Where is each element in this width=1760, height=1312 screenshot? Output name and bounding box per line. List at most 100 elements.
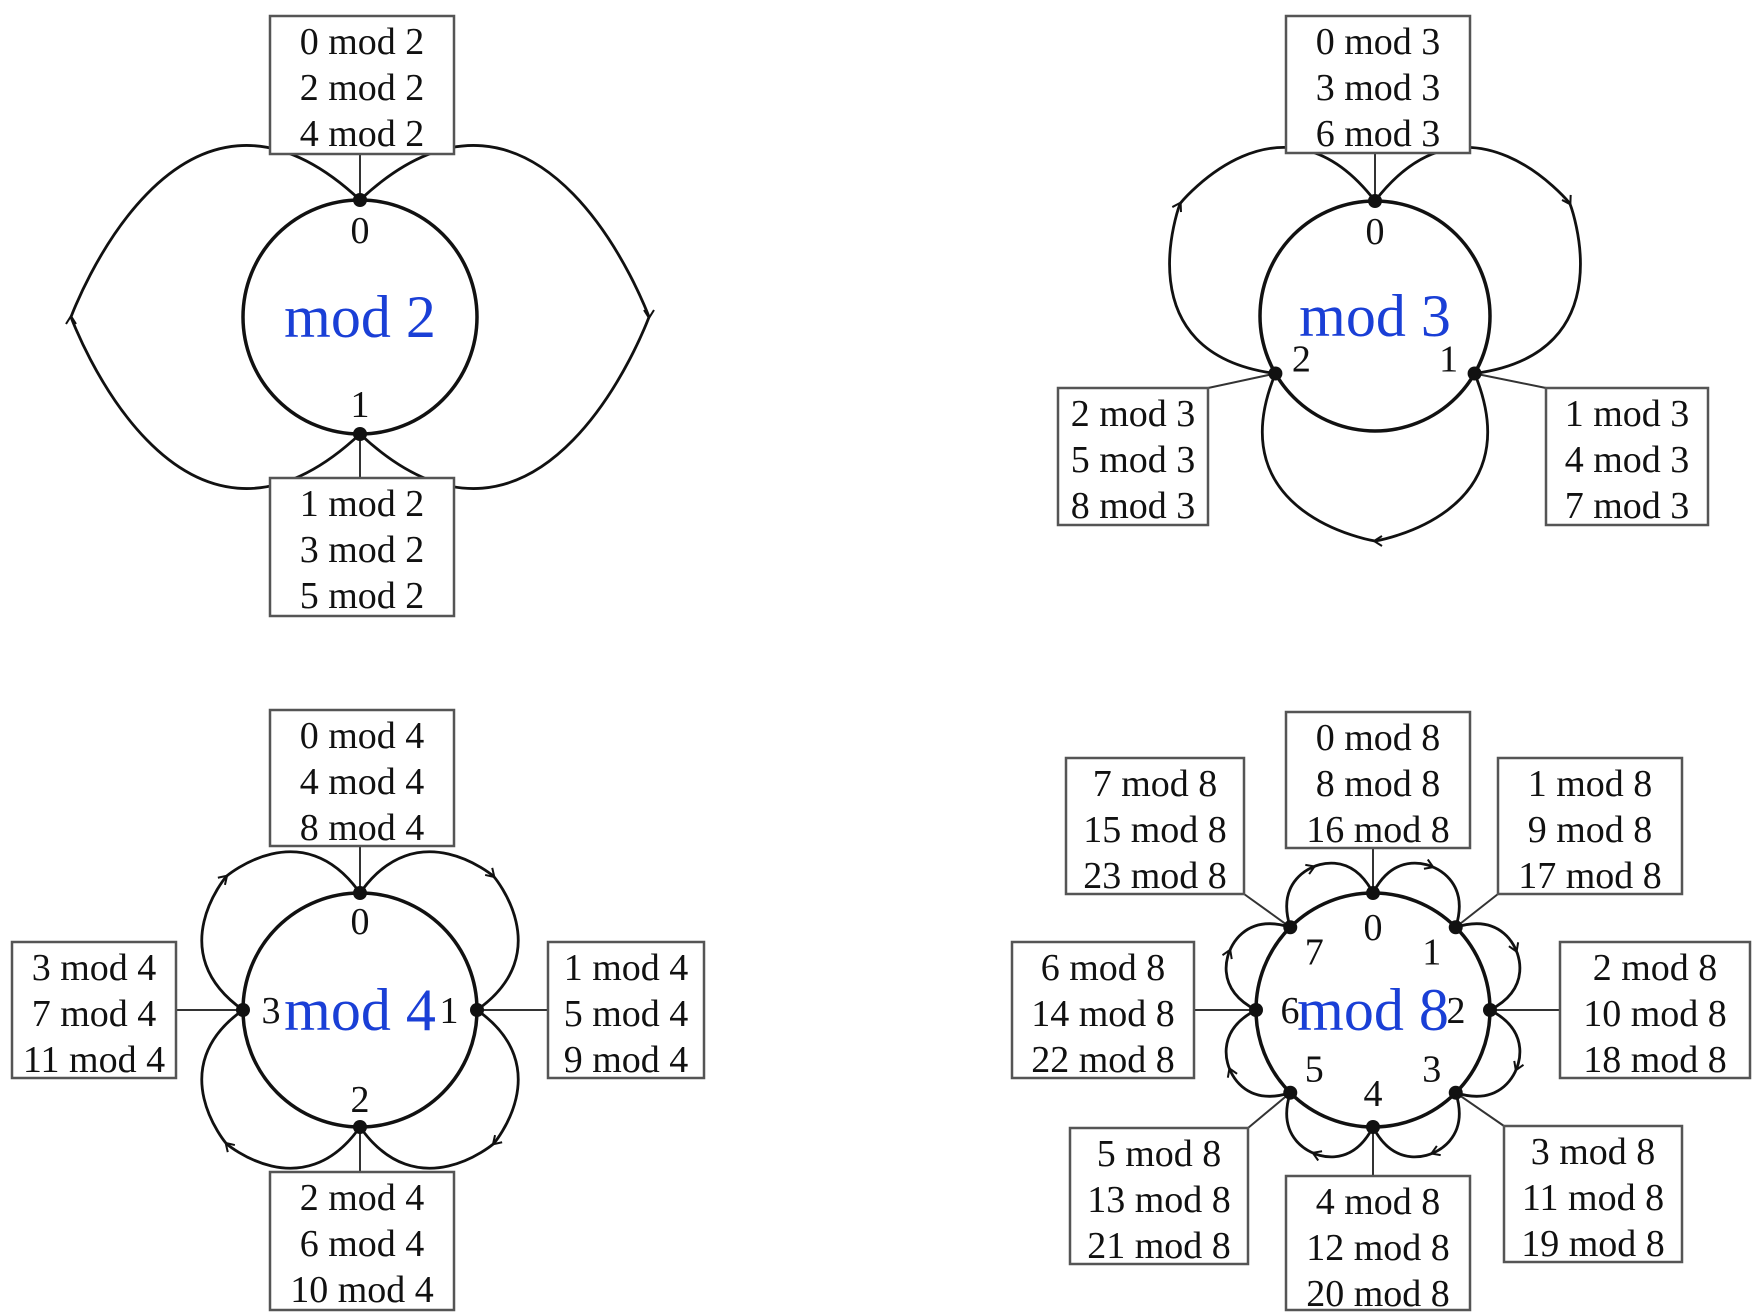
residue-node-2 <box>1268 366 1283 381</box>
residue-node-7 <box>1283 920 1298 935</box>
congruence-entry: 7 mod 8 <box>1093 763 1218 805</box>
residue-label-1: 1 <box>1422 931 1441 973</box>
center-label: mod 3 <box>1299 283 1451 349</box>
diagram-mod-2: mod 200 mod 22 mod 24 mod 211 mod 23 mod… <box>65 14 655 618</box>
congruence-entry: 19 mod 8 <box>1521 1223 1665 1265</box>
center-label: mod 4 <box>284 977 436 1043</box>
transition-arrow-1-to-0 <box>65 144 361 490</box>
leader-line <box>1247 1091 1291 1129</box>
congruence-entry: 11 mod 8 <box>1522 1177 1664 1219</box>
congruence-entry: 7 mod 3 <box>1565 485 1690 527</box>
residue-node-3 <box>1448 1085 1463 1100</box>
residue-node-0 <box>1368 194 1382 208</box>
residue-label-3: 3 <box>262 990 281 1032</box>
residue-class-box-2: 2 mod 46 mod 410 mod 4 <box>268 1170 456 1312</box>
residue-class-box-6: 6 mod 814 mod 822 mod 8 <box>1010 940 1196 1081</box>
congruence-entry: 21 mod 8 <box>1087 1225 1231 1267</box>
residue-node-1 <box>1467 366 1482 381</box>
residue-node-2 <box>353 1120 367 1134</box>
congruence-entry: 5 mod 3 <box>1071 439 1196 481</box>
congruence-entry: 4 mod 2 <box>300 113 425 155</box>
diagram-mod-8: mod 800 mod 88 mod 816 mod 811 mod 89 mo… <box>1010 710 1752 1312</box>
residue-class-box-5: 5 mod 813 mod 821 mod 8 <box>1068 1126 1250 1267</box>
residue-class-box-0: 0 mod 22 mod 24 mod 2 <box>268 14 456 156</box>
transition-arrow-6-to-7 <box>1221 922 1291 1012</box>
residue-node-6 <box>1249 1003 1263 1017</box>
box-frame <box>1496 756 1684 896</box>
residue-label-6: 6 <box>1281 990 1300 1032</box>
congruence-entry: 8 mod 8 <box>1316 763 1441 805</box>
residue-node-0 <box>1366 886 1380 900</box>
residue-class-box-3: 3 mod 47 mod 411 mod 4 <box>10 940 178 1081</box>
residue-class-box-1: 1 mod 34 mod 37 mod 3 <box>1544 386 1710 527</box>
transition-arrow-0-to-1 <box>1371 858 1461 928</box>
residue-class-box-1: 1 mod 89 mod 817 mod 8 <box>1496 756 1684 897</box>
box-frame <box>1056 386 1210 527</box>
congruence-entry: 6 mod 3 <box>1316 113 1441 155</box>
residue-label-1: 1 <box>440 990 459 1032</box>
congruence-entry: 2 mod 4 <box>300 1177 425 1219</box>
congruence-entry: 2 mod 3 <box>1071 393 1196 435</box>
congruence-entry: 5 mod 4 <box>564 993 689 1035</box>
congruence-entry: 23 mod 8 <box>1083 855 1227 897</box>
residue-label-0: 0 <box>1364 907 1383 949</box>
residue-label-1: 1 <box>1439 339 1458 381</box>
congruence-entry: 4 mod 4 <box>300 761 425 803</box>
residue-class-box-0: 0 mod 44 mod 48 mod 4 <box>268 708 456 849</box>
congruence-entry: 10 mod 4 <box>290 1269 434 1311</box>
residue-node-1 <box>470 1003 484 1017</box>
transition-arrow-2-to-3 <box>1455 1008 1525 1098</box>
congruence-entry: 0 mod 4 <box>300 715 425 757</box>
congruence-entry: 16 mod 8 <box>1306 809 1450 851</box>
congruence-entry: 7 mod 4 <box>32 993 157 1035</box>
congruence-entry: 2 mod 2 <box>300 67 425 109</box>
residue-class-box-7: 7 mod 815 mod 823 mod 8 <box>1064 756 1246 897</box>
transition-arrow-3-to-4 <box>1371 1092 1461 1159</box>
congruence-entry: 10 mod 8 <box>1583 993 1727 1035</box>
congruence-entry: 6 mod 4 <box>300 1223 425 1265</box>
congruence-entry: 1 mod 8 <box>1528 763 1653 805</box>
box-frame <box>1010 940 1196 1080</box>
residue-class-box-4: 4 mod 812 mod 820 mod 8 <box>1284 1174 1472 1312</box>
residue-node-1 <box>1448 920 1463 935</box>
leader-line <box>1243 893 1291 929</box>
transition-arrow-1-to-2 <box>1260 372 1490 547</box>
box-frame <box>1284 14 1472 155</box>
residue-label-2: 2 <box>1447 990 1466 1032</box>
congruence-entry: 15 mod 8 <box>1083 809 1227 851</box>
congruence-entry: 17 mod 8 <box>1518 855 1662 897</box>
residue-label-4: 4 <box>1364 1073 1383 1115</box>
center-label: mod 8 <box>1297 977 1449 1043</box>
box-frame <box>1068 1126 1250 1266</box>
transition-arrow-7-to-0 <box>1285 861 1375 928</box>
congruence-entry: 3 mod 4 <box>32 947 157 989</box>
congruence-entry: 0 mod 3 <box>1316 21 1441 63</box>
box-frame <box>10 940 178 1080</box>
congruence-entry: 8 mod 3 <box>1071 485 1196 527</box>
diagram-mod-3: mod 300 mod 33 mod 36 mod 311 mod 34 mod… <box>1056 14 1710 547</box>
residue-node-0 <box>353 886 367 900</box>
leader-line <box>1207 372 1276 389</box>
residue-node-1 <box>353 427 367 441</box>
residue-node-3 <box>236 1003 250 1017</box>
congruence-entry: 0 mod 2 <box>300 21 425 63</box>
congruence-entry: 12 mod 8 <box>1306 1227 1450 1269</box>
residue-label-0: 0 <box>351 210 370 252</box>
residue-label-2: 2 <box>1292 339 1311 381</box>
box-frame <box>1558 940 1752 1080</box>
box-frame <box>1284 1174 1472 1312</box>
congruence-entry: 5 mod 2 <box>300 575 425 617</box>
leader-line <box>1474 372 1547 389</box>
congruence-entry: 20 mod 8 <box>1306 1273 1450 1312</box>
congruence-entry: 8 mod 4 <box>300 807 425 849</box>
leader-line <box>1455 1091 1505 1127</box>
box-frame <box>1502 1124 1684 1264</box>
residue-label-2: 2 <box>351 1079 370 1121</box>
residue-label-5: 5 <box>1305 1049 1324 1091</box>
residue-class-box-1: 1 mod 45 mod 49 mod 4 <box>546 940 706 1081</box>
congruence-entry: 18 mod 8 <box>1583 1039 1727 1081</box>
center-label: mod 2 <box>284 284 436 350</box>
residue-label-0: 0 <box>1366 211 1385 253</box>
congruence-entry: 1 mod 4 <box>564 947 689 989</box>
residue-class-box-3: 3 mod 811 mod 819 mod 8 <box>1502 1124 1684 1265</box>
